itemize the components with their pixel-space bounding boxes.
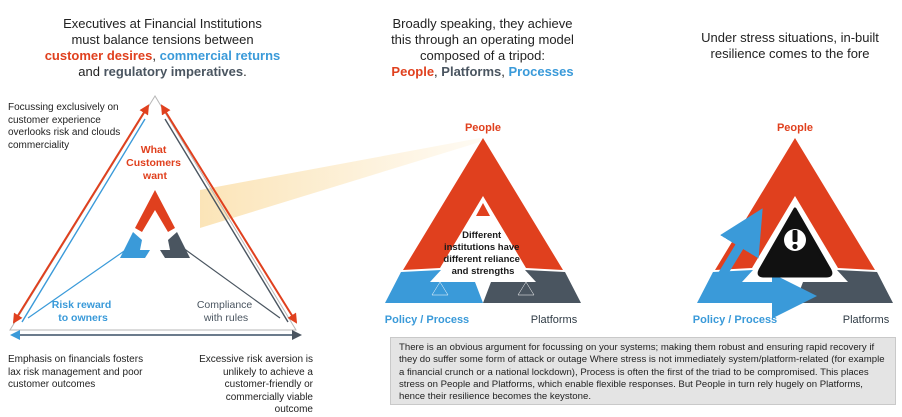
res-label-platforms: Platforms (843, 314, 890, 326)
tripod-inner-white (442, 200, 524, 268)
center-line2: institutions have (444, 242, 519, 253)
col3-heading: Under stress situations, in-built resili… (690, 30, 890, 62)
center-line1: Different (462, 230, 502, 241)
mini-tripod-gray (160, 232, 190, 258)
tripod-label-platforms: Platforms (531, 314, 578, 326)
tripod-triangle: Different institutions have different re… (385, 122, 581, 326)
center-line4: and strengths (452, 266, 515, 277)
label-customers-2: Customers (126, 157, 181, 169)
col2-heading: Broadly speaking, they achieve this thro… (355, 16, 610, 80)
tripod-label-people: People (465, 122, 501, 134)
term-processes: Processes (508, 64, 574, 79)
col2-heading-line4: People, Platforms, Processes (355, 64, 610, 80)
col3-heading-line2: resilience comes to the fore (710, 46, 870, 61)
mini-tripod-red (135, 190, 175, 232)
arrow-right-red (160, 104, 298, 324)
tripod-gray (483, 270, 581, 303)
label-risk-1: Risk reward (52, 299, 112, 311)
label-customers-3: want (142, 170, 167, 182)
col3-heading-line1: Under stress situations, in-built (701, 30, 879, 45)
edge-right-gray (164, 118, 289, 323)
partition-left (27, 239, 141, 319)
svg-text:Risk reward to owners: Risk reward to owners (52, 299, 114, 324)
center-line3: different reliance (443, 254, 520, 265)
col2-heading-line1: Broadly speaking, they achieve (392, 16, 573, 31)
svg-text:Different institutions h: Different institutions have different re… (443, 230, 522, 277)
partition-right (171, 239, 281, 319)
res-gray (795, 270, 893, 303)
arrow-left-red (12, 104, 150, 324)
small-blue-triangle (431, 281, 449, 296)
tripod-label-policy: Policy / Process (385, 314, 469, 326)
term-and: and (78, 64, 100, 79)
warning-icon (757, 207, 833, 278)
small-gray-triangle (517, 281, 535, 296)
res-arrow-up (703, 208, 763, 303)
mini-tripod-blue (120, 232, 150, 258)
col1-heading: Executives at Financial Institutions mus… (10, 16, 315, 80)
col2-heading-line3: composed of a tripod: (419, 48, 546, 63)
label-compliance-1: Compliance (197, 299, 253, 311)
col1-heading-line4: and regulatory imperatives. (10, 64, 315, 80)
svg-text:What Customers wan: What Customers want (126, 144, 184, 182)
term-period: . (243, 64, 247, 79)
callout-text: There is an obvious argument for focussi… (399, 342, 885, 403)
res-label-people: People (777, 122, 813, 134)
col1-heading-line2: must balance tensions between (71, 32, 254, 47)
edge-left-blue (21, 118, 146, 323)
col2-heading-line2: this through an operating model (391, 32, 574, 47)
callout-box: There is an obvious argument for focussi… (390, 337, 896, 405)
term-sep2: , (501, 64, 505, 79)
term-platforms: Platforms (441, 64, 502, 79)
res-label-policy: Policy / Process (693, 314, 777, 326)
label-compliance-2: with rules (203, 312, 248, 324)
tripod-blue (385, 270, 483, 303)
resilience-triangle: People Policy / Process Platforms (693, 122, 893, 326)
note-bottom-left: Emphasis on financials fosters lax risk … (8, 354, 144, 390)
term-sep-comma: , (152, 48, 156, 63)
tripod-red (403, 138, 563, 270)
term-people: People (391, 64, 435, 79)
label-customers-1: What (141, 144, 167, 156)
tension-triangle: What Customers want Risk reward to owner… (9, 95, 302, 340)
svg-text:Compliance with rules: Compliance with rules (197, 299, 255, 324)
col1-heading-line3: customer desires, commercial returns (10, 48, 315, 64)
small-red-triangle (476, 203, 490, 216)
term-customer-desires: customer desires (44, 48, 153, 63)
term-commercial-returns: commercial returns (159, 48, 281, 63)
term-sep1: , (434, 64, 438, 79)
label-risk-2: to owners (58, 312, 108, 324)
term-regulatory-imperatives: regulatory imperatives (103, 64, 244, 79)
col1-heading-line1: Executives at Financial Institutions (63, 16, 262, 31)
